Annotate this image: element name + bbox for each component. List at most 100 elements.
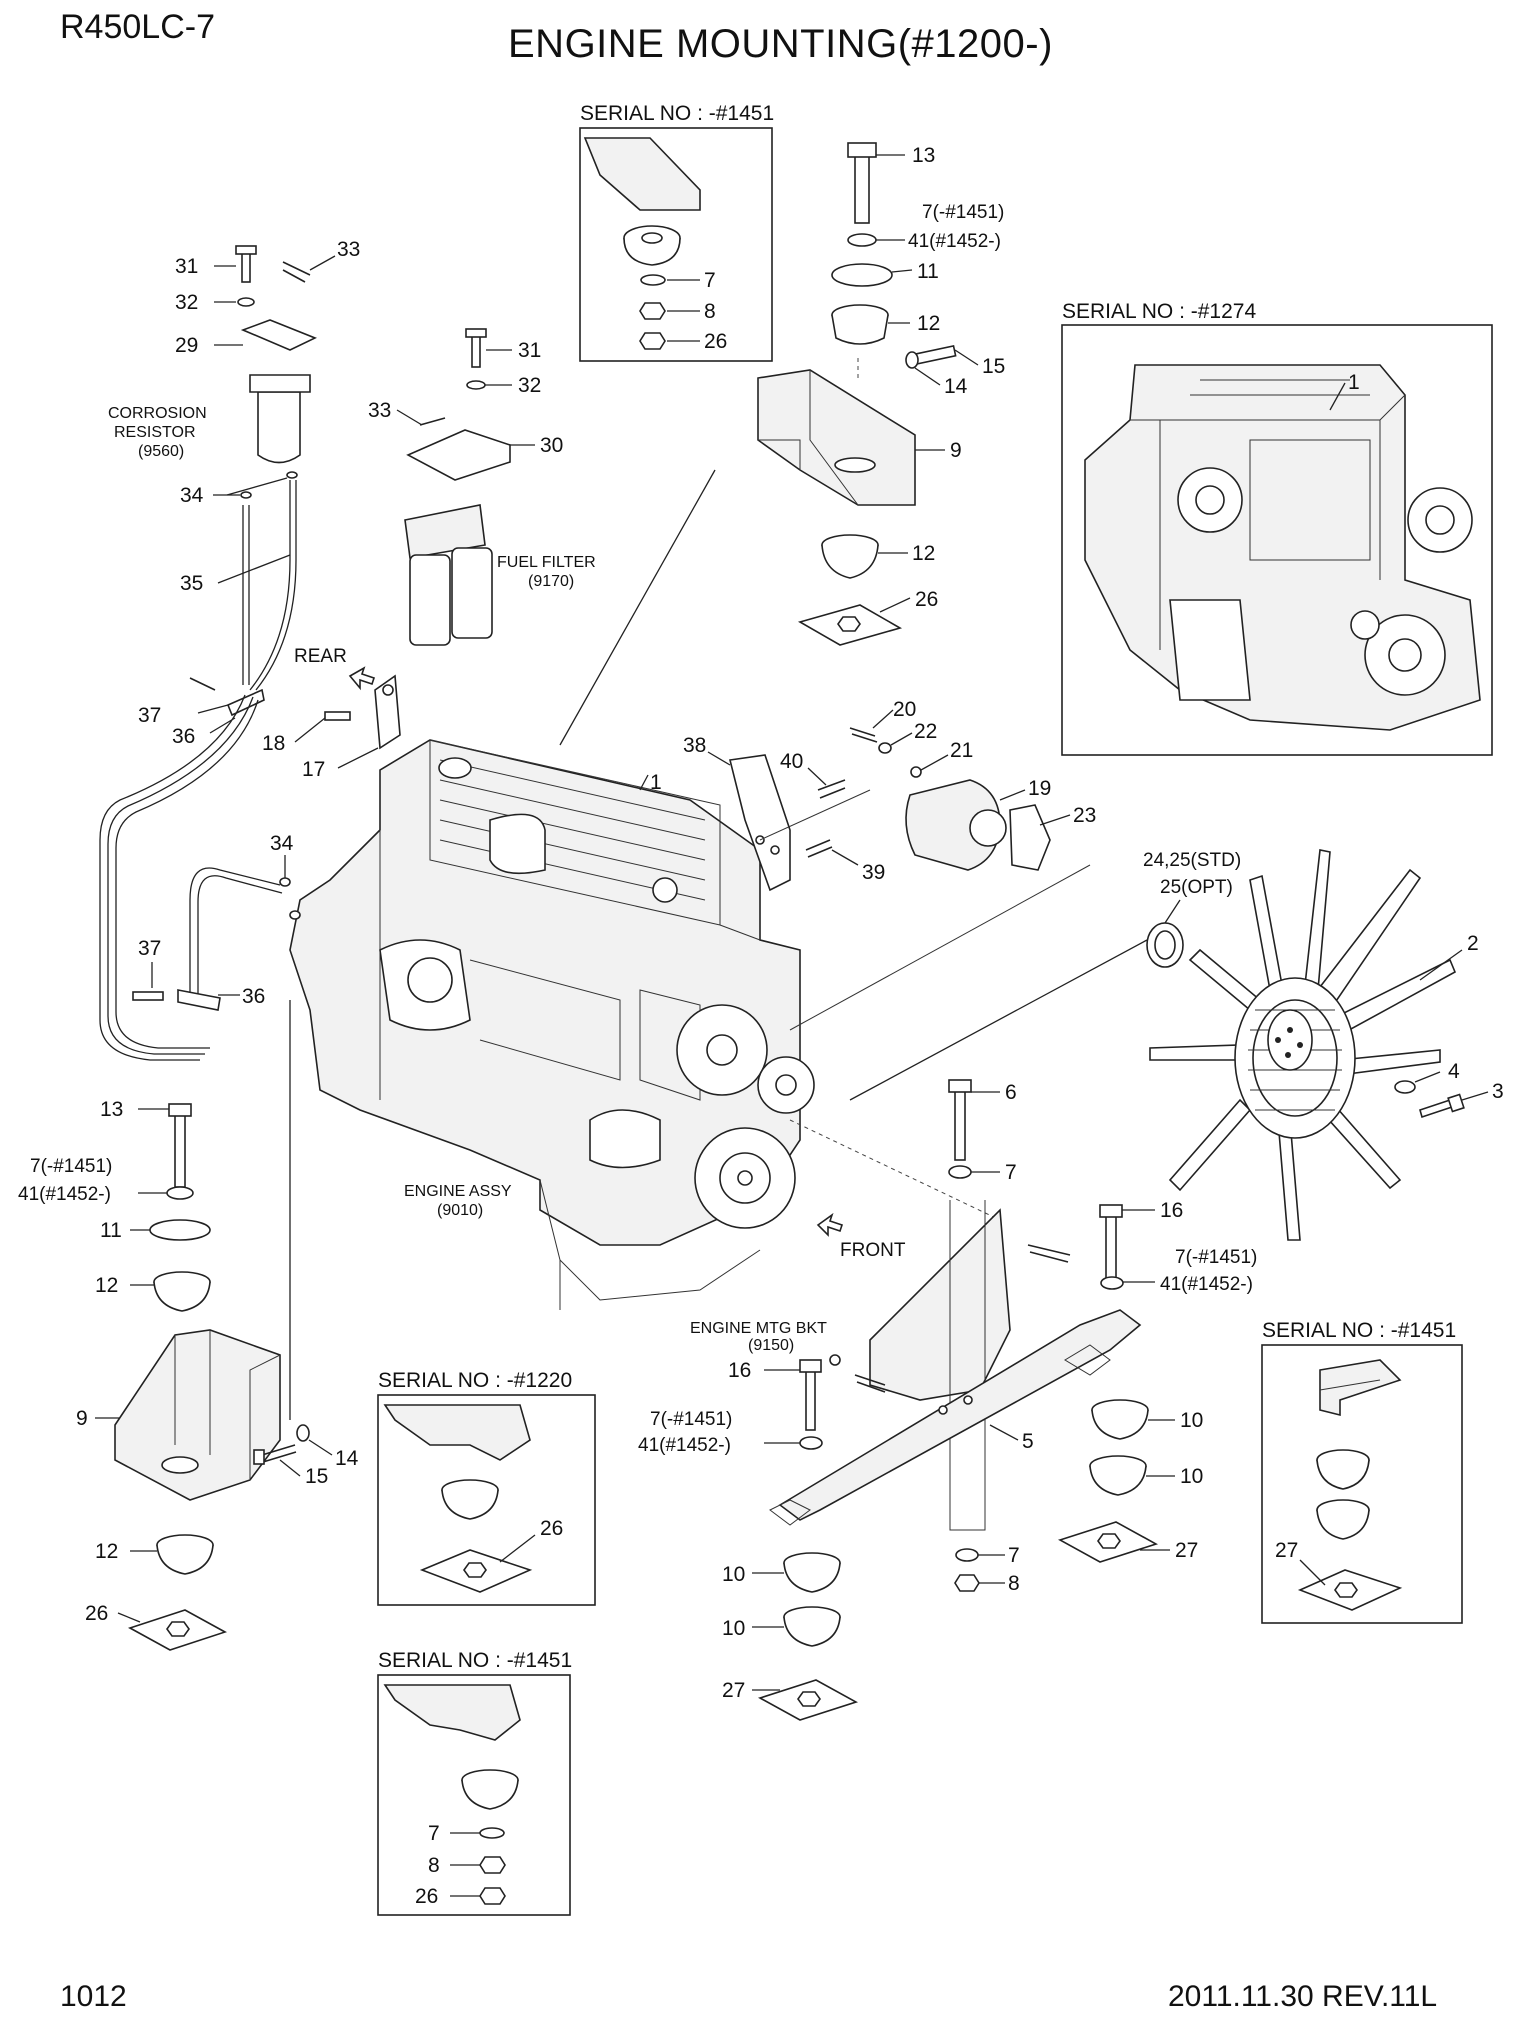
- callout-31: 31: [518, 339, 541, 362]
- callout-27: 27: [1275, 1539, 1298, 1562]
- corrosion-resistor-label-1: CORROSION: [108, 405, 207, 422]
- callout-23: 23: [1073, 804, 1096, 827]
- callout-35: 35: [180, 572, 203, 595]
- callout-17: 17: [302, 758, 325, 781]
- callout-3: 3: [1492, 1080, 1504, 1103]
- callout-36: 36: [242, 985, 265, 1008]
- callout-24-25-std: 24,25(STD): [1143, 850, 1241, 871]
- fuel-filter-label: FUEL FILTER: [497, 554, 596, 571]
- callout-31: 31: [175, 255, 198, 278]
- callout-27: 27: [1175, 1539, 1198, 1562]
- callout-11: 11: [917, 260, 939, 283]
- fuel-filter-assembly: 31 32 33 30 FUEL FILTER (9170): [368, 328, 596, 646]
- callout-12: 12: [95, 1274, 118, 1297]
- callout-41-serial: 41(#1452-): [908, 231, 1001, 252]
- callout-12: 12: [95, 1540, 118, 1563]
- serial-label: SERIAL NO : -#1451: [1262, 1319, 1456, 1342]
- callout-22: 22: [914, 720, 937, 743]
- callout-7-serial: 7(-#1451): [922, 202, 1004, 223]
- callout-6: 6: [1005, 1081, 1017, 1104]
- callout-25-opt: 25(OPT): [1160, 877, 1233, 898]
- callout-26: 26: [540, 1517, 563, 1540]
- callout-41-serial: 41(#1452-): [638, 1435, 731, 1456]
- callout-18: 18: [262, 732, 285, 755]
- callout-1: 1: [1348, 371, 1360, 394]
- callout-15: 15: [982, 355, 1005, 378]
- callout-7: 7: [428, 1822, 440, 1845]
- callout-33: 33: [368, 399, 391, 422]
- serial-box-mid-left: SERIAL NO : -#1220 26: [377, 1369, 596, 1606]
- revision-date: 2011.11.30 REV.11L: [1168, 1980, 1438, 2013]
- callout-41-serial: 41(#1452-): [1160, 1274, 1253, 1295]
- serial-box-right-mount: SERIAL NO : -#1451 27: [1261, 1319, 1463, 1624]
- accessory-drive-assembly: 38 40 39 20 22 21 19 23: [683, 698, 1096, 1031]
- cooling-fan-assembly: 24,25(STD) 25(OPT) 2: [849, 849, 1504, 1241]
- callout-7-serial: 7(-#1451): [30, 1156, 112, 1177]
- callout-34: 34: [180, 484, 204, 507]
- corrosion-resistor-label-2: RESISTOR: [114, 424, 196, 441]
- callout-12: 12: [917, 312, 940, 335]
- serial-box-engine-inset: SERIAL NO : -#1274 1: [1061, 300, 1493, 756]
- serial-label: SERIAL NO : -#1451: [378, 1649, 572, 1672]
- callout-13: 13: [912, 144, 935, 167]
- callout-16: 16: [728, 1359, 751, 1382]
- rear-direction-indicator: REAR: [294, 646, 376, 691]
- left-engine-mount-assembly: 13 7(-#1451) 41(#1452-) 11 12 9 14 15: [18, 1000, 359, 1651]
- page-number: 1012: [60, 1980, 127, 2013]
- callout-41-serial: 41(#1452-): [18, 1184, 111, 1205]
- callout-1: 1: [650, 771, 662, 794]
- engine-mtg-bkt-code: (9150): [748, 1337, 794, 1354]
- callout-4: 4: [1448, 1060, 1460, 1083]
- callout-34: 34: [270, 832, 294, 855]
- callout-26: 26: [915, 588, 938, 611]
- callout-10: 10: [722, 1617, 745, 1640]
- callout-7: 7: [1008, 1544, 1020, 1567]
- callout-9: 9: [950, 439, 962, 462]
- engine-mounting-bracket-assembly: 6 7 16 7(-#1451) 41(#1452-) ENGINE MTG B…: [638, 1079, 1257, 1721]
- callout-12: 12: [912, 542, 935, 565]
- callout-16: 16: [1160, 1199, 1183, 1222]
- callout-26: 26: [415, 1885, 438, 1908]
- callout-32: 32: [518, 374, 541, 397]
- engine-assy-code: (9010): [437, 1202, 483, 1219]
- callout-5: 5: [1022, 1430, 1034, 1453]
- callout-26: 26: [85, 1602, 108, 1625]
- top-engine-mount-assembly: 13 7(-#1451) 41(#1452-) 11 12 15 14 9: [559, 142, 1005, 746]
- callout-14: 14: [944, 375, 968, 398]
- callout-7: 7: [1005, 1161, 1017, 1184]
- callout-10: 10: [722, 1563, 745, 1586]
- serial-label: SERIAL NO : -#1274: [1062, 300, 1256, 323]
- front-direction-indicator: FRONT: [816, 1212, 906, 1261]
- callout-21: 21: [950, 739, 973, 762]
- callout-33: 33: [337, 238, 360, 261]
- callout-39: 39: [862, 861, 885, 884]
- engine-mtg-bkt-label: ENGINE MTG BKT: [690, 1320, 827, 1337]
- callout-19: 19: [1028, 777, 1051, 800]
- callout-29: 29: [175, 334, 198, 357]
- engine-assy-label: ENGINE ASSY: [404, 1183, 512, 1200]
- fuel-filter-code: (9170): [528, 573, 574, 590]
- callout-27: 27: [722, 1679, 745, 1702]
- callout-8: 8: [1008, 1572, 1020, 1595]
- fuel-line-clip-lower: 34 37 36: [132, 832, 301, 1011]
- callout-13: 13: [100, 1098, 123, 1121]
- callout-15: 15: [305, 1465, 328, 1488]
- serial-box-top-mount: SERIAL NO : -#1451 7 8 26: [579, 102, 774, 362]
- callout-40: 40: [780, 750, 803, 773]
- engine-assembly: 1 ENGINE ASSY (9010): [289, 739, 1001, 1310]
- front-label: FRONT: [840, 1240, 906, 1261]
- callout-7-serial: 7(-#1451): [650, 1409, 732, 1430]
- serial-label: SERIAL NO : -#1220: [378, 1369, 572, 1392]
- model-number: R450LC-7: [60, 8, 215, 46]
- callout-10: 10: [1180, 1409, 1203, 1432]
- callout-37: 37: [138, 937, 161, 960]
- callout-30: 30: [540, 434, 563, 457]
- callout-2: 2: [1467, 932, 1479, 955]
- callout-26: 26: [704, 330, 727, 353]
- rear-label: REAR: [294, 646, 347, 667]
- page-title: ENGINE MOUNTING(#1200-): [508, 22, 1053, 66]
- lifting-bracket-17: 18 17: [262, 674, 401, 781]
- callout-32: 32: [175, 291, 198, 314]
- callout-38: 38: [683, 734, 706, 757]
